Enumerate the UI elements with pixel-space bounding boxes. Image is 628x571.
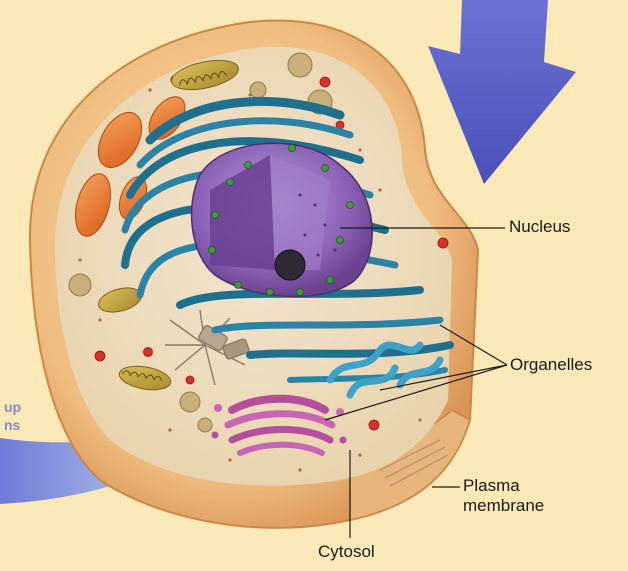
cropped-text-line1: up	[4, 398, 21, 416]
process-arrow	[428, 0, 576, 184]
plasma-membrane-label-line2: membrane	[463, 496, 544, 516]
plasma-membrane-label-line1: Plasma	[463, 476, 520, 496]
nucleus-label: Nucleus	[509, 217, 570, 237]
nucleolus	[275, 250, 305, 280]
cytosol-label: Cytosol	[318, 542, 375, 562]
organelles-label: Organelles	[510, 355, 592, 375]
cropped-text-line2: ns	[4, 416, 20, 434]
animal-cell	[30, 20, 507, 538]
